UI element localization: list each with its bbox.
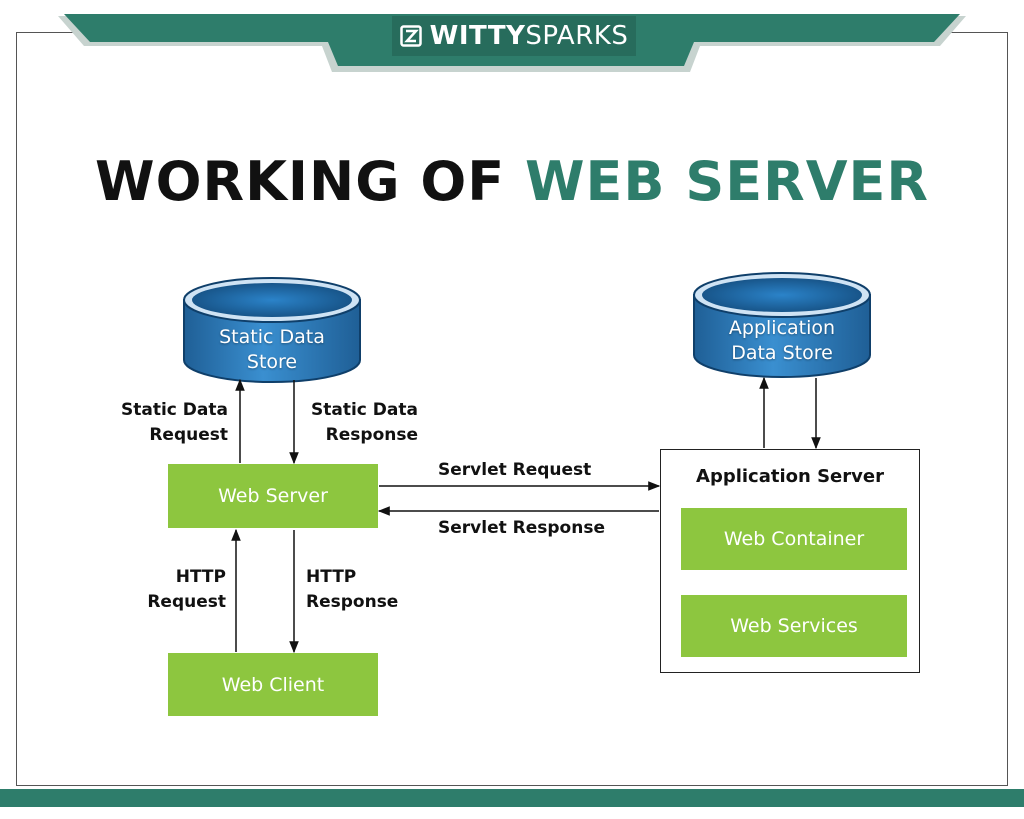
bottom-bar [0,789,1024,807]
logo-mark-icon [399,25,422,47]
web-server-box: Web Server [168,464,378,528]
web-client-box: Web Client [168,653,378,716]
web-services-box: Web Services [681,595,907,657]
static-data-request-label: Static Data Request [121,400,228,445]
logo-text: WITTYSPARKS [430,21,629,51]
title-part-1: WORKING OF [95,150,506,213]
static-data-store-label: Static Data Store [219,326,325,373]
http-request-label: HTTP Request [147,567,226,612]
logo-light: SPARKS [525,21,629,51]
web-container-box: Web Container [681,508,907,570]
http-response-label: HTTP Response [306,567,399,612]
title-part-2: WEB SERVER [524,150,929,213]
page-title: WORKING OF WEB SERVER [0,150,1024,213]
application-server-label: Application Server [696,466,884,487]
static-data-store-cylinder [183,277,361,383]
servlet-request-label: Servlet Request [438,460,592,480]
static-data-response-label: Static Data Response [311,400,418,445]
app-data-store-label: Application Data Store [728,317,836,364]
app-data-store-cylinder [693,272,871,378]
logo: WITTYSPARKS [392,16,636,56]
servlet-response-label: Servlet Response [438,518,605,538]
logo-plate [392,16,636,56]
logo-strong: WITTY [429,21,526,51]
top-banner [58,14,966,72]
